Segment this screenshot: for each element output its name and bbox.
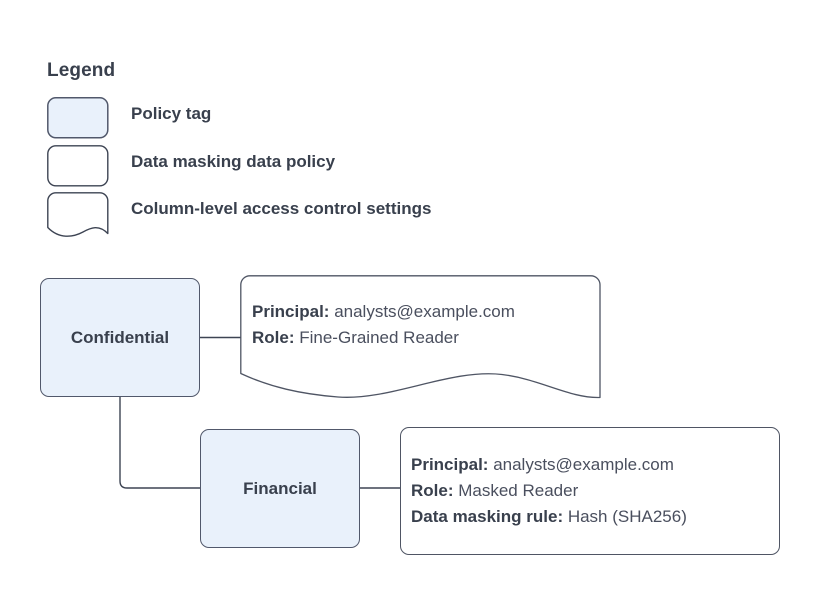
kv-row: Role: Fine-Grained Reader: [252, 325, 602, 351]
node-financial-label: Financial: [243, 478, 317, 498]
kv-value: analysts@example.com: [493, 455, 674, 474]
legend-item-label-policy-tag: Policy tag: [131, 104, 212, 123]
kv-row: Data masking rule: Hash (SHA256): [411, 504, 779, 530]
legend-title: Legend: [47, 60, 116, 81]
kv-row: Principal: analysts@example.com: [411, 452, 779, 478]
kv-key: Principal:: [411, 455, 494, 474]
data-policy-swatch: [47, 145, 109, 191]
annotation-confidential-access-settings[interactable]: Principal: analysts@example.com Role: Fi…: [240, 275, 602, 403]
access-settings-swatch: [47, 192, 109, 238]
kv-key: Data masking rule:: [411, 507, 568, 526]
kv-value: analysts@example.com: [334, 302, 515, 321]
policy-tag-swatch: [47, 97, 109, 143]
kv-row: Role: Masked Reader: [411, 478, 779, 504]
legend-item-label-access-settings: Column-level access control settings: [131, 199, 432, 218]
annotation-confidential-access-settings-text: Principal: analysts@example.com Role: Fi…: [248, 275, 602, 375]
edge-confidential-to-financial: [119, 397, 200, 489]
node-financial[interactable]: Financial: [200, 429, 360, 548]
kv-key: Role:: [252, 328, 300, 347]
legend-section: Legend Policy tag Data masking data poli…: [0, 0, 820, 250]
node-confidential-label: Confidential: [70, 327, 170, 347]
kv-value: Fine-Grained Reader: [299, 328, 459, 347]
kv-row: Principal: analysts@example.com: [252, 299, 602, 325]
kv-key: Role:: [411, 481, 459, 500]
kv-value: Hash (SHA256): [567, 507, 687, 526]
kv-value: Masked Reader: [458, 481, 579, 500]
kv-key: Principal:: [252, 302, 335, 321]
node-confidential[interactable]: Confidential: [40, 278, 200, 397]
annotation-financial-data-policy[interactable]: Principal: analysts@example.com Role: Ma…: [400, 427, 780, 555]
legend-item-label-data-policy: Data masking data policy: [131, 152, 336, 171]
